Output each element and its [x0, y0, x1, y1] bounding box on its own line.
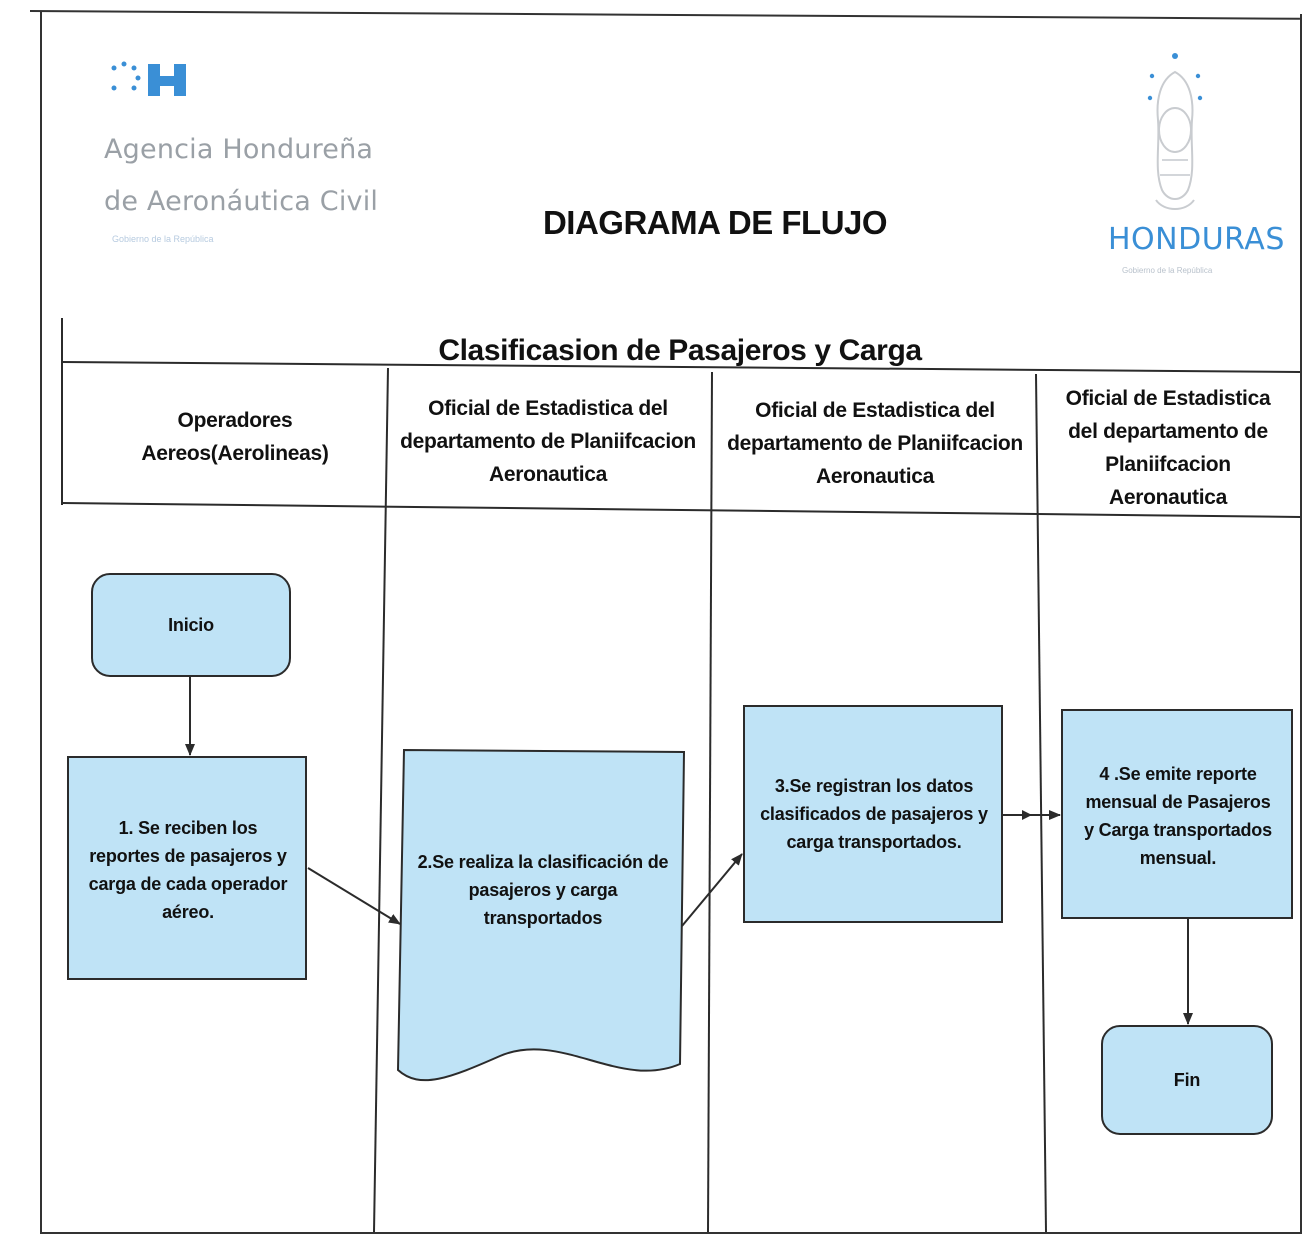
step4-node — [1061, 709, 1293, 919]
end-label: Fin — [1102, 1026, 1272, 1134]
lane-header-operators: Operadores Aereos(Aerolineas) — [141, 409, 329, 465]
pool-title-divider — [61, 361, 1301, 373]
honduras-tagline: Gobierno de la República — [1122, 266, 1213, 275]
agency-h-mark-icon — [111, 61, 186, 96]
coat-of-arms-icon — [1147, 53, 1203, 210]
document-title: DIAGRAMA DE FLUJO — [542, 204, 888, 241]
lane-divider-3 — [1035, 373, 1047, 1233]
start-label: Inicio — [92, 574, 290, 676]
arrow-step3-to-step4-mark — [1022, 810, 1032, 820]
step4-text: 4 .Se emite reporte mensual de Pasajeros… — [1084, 764, 1272, 868]
agency-name-line2: de Aeronáutica Civil — [104, 186, 379, 217]
agency-logo: Agencia Hondureña de Aeronáutica Civil G… — [104, 60, 378, 260]
start-text: Inicio — [168, 615, 214, 635]
honduras-logo: HONDURAS Gobierno de la República — [1098, 50, 1284, 280]
agency-tagline: Gobierno de la República — [112, 234, 214, 244]
lane-header-divider — [61, 502, 1301, 518]
step1-text: 1. Se reciben los reportes de pasajeros … — [88, 818, 288, 922]
step3-text: 3.Se registran los datos clasificados de… — [760, 776, 988, 852]
step1-node — [67, 756, 307, 980]
step3-node — [743, 705, 1003, 923]
step2-label: 2.Se realiza la clasificación de pasajer… — [412, 830, 674, 950]
start-node — [91, 573, 291, 677]
step1-label: 1. Se reciben los reportes de pasajeros … — [88, 770, 288, 970]
frame-right — [1300, 14, 1302, 1234]
honduras-wordmark: HONDURAS — [1108, 222, 1285, 257]
step3-label: 3.Se registran los datos clasificados de… — [756, 744, 992, 884]
frame-left — [40, 12, 42, 1234]
step2-text: 2.Se realiza la clasificación de pasajer… — [417, 852, 669, 928]
step2-node — [396, 748, 686, 1082]
lane-divider-2 — [707, 371, 713, 1233]
end-node — [1101, 1025, 1273, 1135]
lane-header-statistics-3: Oficial de Estadistica del departamento … — [1065, 387, 1271, 509]
arrow-step2-to-step3 — [681, 853, 743, 927]
lane-header-statistics-1: Oficial de Estadistica del departamento … — [400, 397, 696, 486]
lane-divider-1 — [373, 367, 389, 1233]
frame-bottom — [40, 1232, 1302, 1234]
arrow-step1-to-step2 — [307, 867, 401, 925]
diagram-title: Clasificasion de Pasajeros y Carga — [438, 334, 922, 367]
agency-name-line1: Agencia Hondureña — [104, 134, 374, 165]
step4-label: 4 .Se emite reporte mensual de Pasajeros… — [1080, 736, 1276, 896]
lane-header-statistics-2: Oficial de Estadistica del departamento … — [727, 399, 1023, 488]
end-text: Fin — [1173, 1070, 1201, 1090]
